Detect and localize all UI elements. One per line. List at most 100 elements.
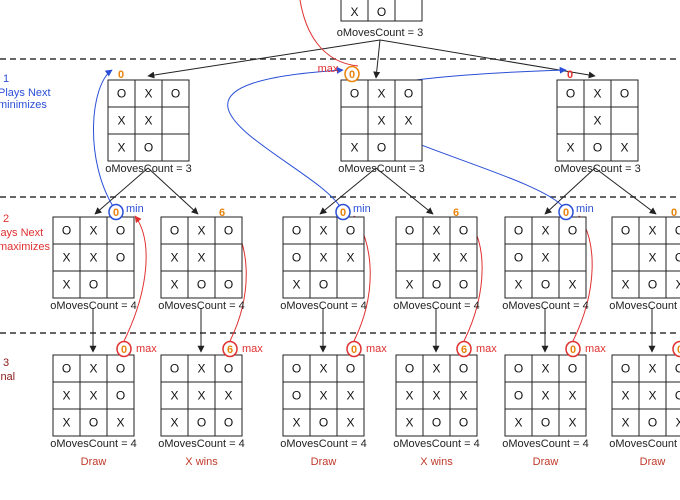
board-cell-x: X (62, 251, 70, 265)
board-cell-x: X (621, 389, 629, 403)
board-cell-x: X (224, 389, 232, 403)
moves-count-label: oMovesCount = 3 (554, 163, 641, 175)
board-cell-x: X (459, 251, 467, 265)
board-frame (52, 354, 135, 437)
board-cell-o: O (292, 224, 301, 238)
board-cell-x: X (648, 224, 656, 238)
tree-edge (373, 39, 381, 79)
board-frame (107, 79, 190, 162)
level-label-3: 3inal (0, 357, 15, 383)
max-tag: max (366, 343, 387, 355)
board-cell-o: O (116, 251, 125, 265)
max-tag: max (242, 343, 263, 355)
node-value: 0 (121, 344, 127, 356)
board-cell-o: O (621, 362, 630, 376)
board-cell-x: X (432, 224, 440, 238)
board-cell-o: O (405, 224, 414, 238)
min-backup-arrow (227, 66, 344, 209)
board-cell-o: O (405, 362, 414, 376)
level3-value: 0 (672, 340, 680, 358)
level2-value: 6 (219, 207, 225, 219)
board-cell-x: X (405, 416, 413, 430)
moves-count-label: oMovesCount = 4 (609, 300, 680, 312)
board-cell-x: X (292, 278, 300, 292)
tree-edge (147, 167, 199, 215)
board-cell-o: O (541, 278, 550, 292)
board-cell-o: O (224, 224, 233, 238)
board-cell-x: X (514, 278, 522, 292)
board-cell-x: X (62, 389, 70, 403)
level2-value: 0 (558, 203, 574, 221)
level1-value: 0 (567, 69, 573, 81)
board-cell-o: O (648, 278, 657, 292)
board-cell-x: X (319, 224, 327, 238)
node-value: 0 (340, 207, 346, 219)
board-cell-x: X (170, 416, 178, 430)
node-value: 0 (563, 207, 569, 219)
board-cell-o: O (197, 416, 206, 430)
level2-value: 0 (671, 207, 677, 219)
node-value: 6 (453, 207, 459, 219)
board-cell-o: O (116, 362, 125, 376)
value-circle (672, 340, 680, 358)
board-cell-x: X (319, 362, 327, 376)
tree-edge (544, 167, 596, 215)
board-cell-x: X (350, 5, 358, 19)
level-number: 2 (3, 213, 9, 225)
board-cell-x: X (319, 389, 327, 403)
node-value: 6 (461, 344, 467, 356)
min-tag: min (353, 203, 371, 215)
board-cell-x: X (377, 87, 385, 101)
moves-count-label: oMovesCount = 4 (393, 438, 480, 450)
moves-count-label: oMovesCount = 4 (158, 438, 245, 450)
max-tag: max (585, 343, 606, 355)
board-cell-x: X (346, 251, 354, 265)
board-cell-o: O (566, 87, 575, 101)
moves-count-label: oMovesCount = 3 (338, 163, 425, 175)
outcome-label: X wins (420, 456, 453, 468)
board-frame (282, 216, 365, 299)
board-frame (556, 79, 639, 162)
board-cell-x: X (432, 389, 440, 403)
value-circle (346, 340, 362, 358)
board-cell-o: O (459, 224, 468, 238)
board-cell-o: O (404, 87, 413, 101)
max-tag: max (136, 343, 157, 355)
board-cell-o: O (568, 224, 577, 238)
board-cell-o: O (144, 141, 153, 155)
board-frame (282, 354, 365, 437)
board-cell-x: X (593, 114, 601, 128)
node-value: 0 (671, 207, 677, 219)
board-frame (611, 216, 680, 299)
board-cell-x: X (62, 416, 70, 430)
value-circle (558, 203, 574, 221)
level-number: 1 (3, 73, 9, 85)
board-cell-x: X (197, 389, 205, 403)
board-frame (52, 216, 135, 299)
board-cell-o: O (346, 362, 355, 376)
board-cell-x: X (566, 141, 574, 155)
board-frame (504, 216, 587, 299)
board-cell-o: O (514, 251, 523, 265)
min-tag: min (576, 203, 594, 215)
